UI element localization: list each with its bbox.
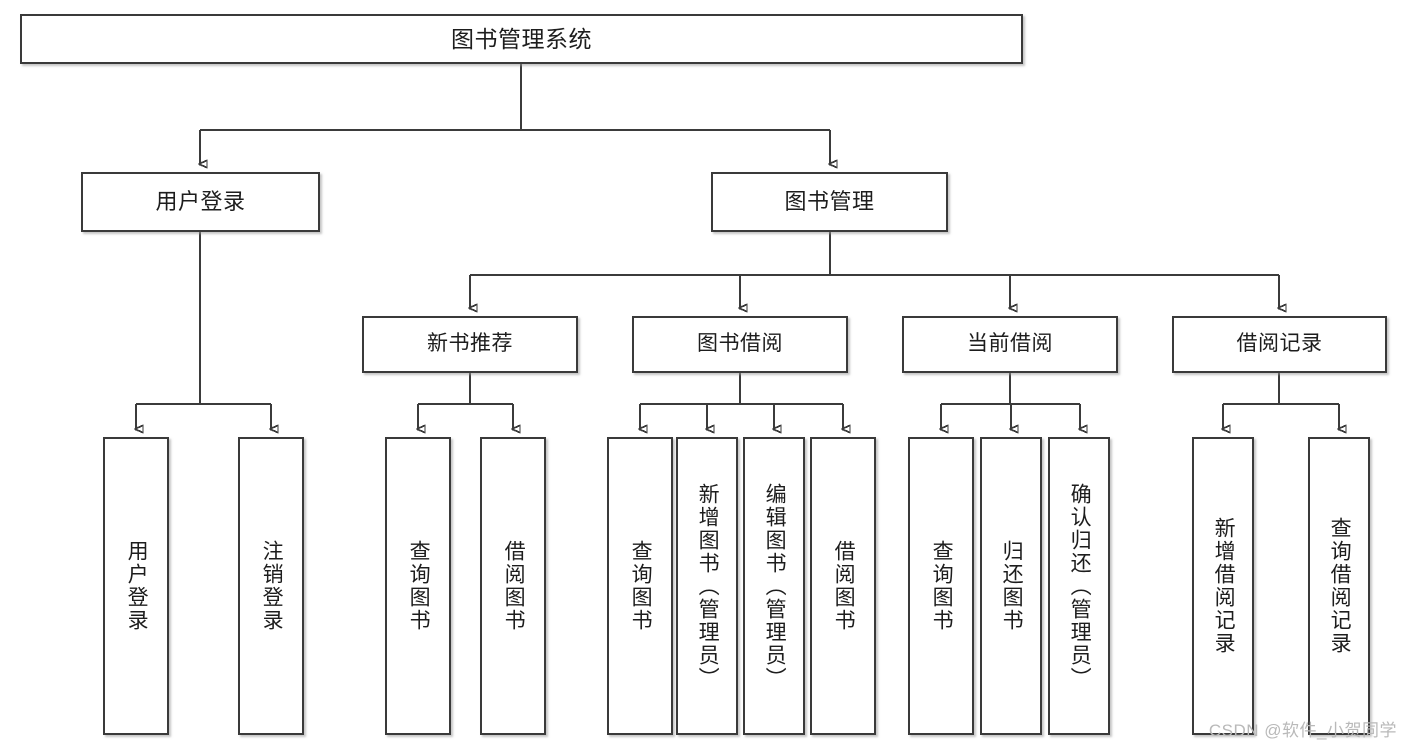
node-label: 确认归还（管理员）: [1068, 482, 1092, 690]
node-label: 归还图书: [1000, 540, 1024, 632]
node-label: 查询图书: [407, 540, 431, 632]
node-label: 图书借阅: [697, 332, 783, 356]
node-borrow-record[interactable]: 借阅记录: [1172, 316, 1387, 373]
leaf-borrow-record-query[interactable]: 查询借阅记录: [1308, 437, 1370, 735]
node-label: 编辑图书（管理员）: [763, 482, 787, 690]
node-label: 借阅图书: [502, 540, 526, 632]
csdn-watermark: CSDN @软件_小贺同学: [1208, 721, 1397, 740]
node-label: 借阅记录: [1236, 332, 1323, 356]
node-book-borrow[interactable]: 图书借阅: [632, 316, 848, 373]
node-label: 借阅图书: [832, 540, 856, 632]
leaf-current-borrow-query[interactable]: 查询图书: [908, 437, 974, 735]
leaf-current-borrow-return[interactable]: 归还图书: [980, 437, 1042, 735]
node-label: 注销登录: [260, 540, 284, 632]
node-label: 图书管理系统: [451, 25, 592, 52]
node-label: 新书推荐: [427, 332, 513, 356]
leaf-user-login-login[interactable]: 用户登录: [103, 437, 169, 735]
node-label: 用户登录: [155, 189, 246, 215]
leaf-book-borrow-edit-admin[interactable]: 编辑图书（管理员）: [743, 437, 805, 735]
node-current-borrow[interactable]: 当前借阅: [902, 316, 1118, 373]
leaf-borrow-record-add[interactable]: 新增借阅记录: [1192, 437, 1254, 735]
leaf-user-login-logout[interactable]: 注销登录: [238, 437, 304, 735]
node-label: 新增借阅记录: [1212, 517, 1236, 655]
leaf-current-borrow-confirm-return-admin[interactable]: 确认归还（管理员）: [1048, 437, 1110, 735]
node-label: 查询借阅记录: [1328, 517, 1352, 655]
node-new-book-recommend[interactable]: 新书推荐: [362, 316, 578, 373]
node-label: 查询图书: [629, 540, 653, 632]
node-label: 图书管理: [784, 189, 875, 215]
leaf-new-book-query[interactable]: 查询图书: [385, 437, 451, 735]
node-book-management[interactable]: 图书管理: [711, 172, 948, 232]
leaf-new-book-borrow[interactable]: 借阅图书: [480, 437, 546, 735]
node-label: 当前借阅: [967, 332, 1053, 356]
node-user-login[interactable]: 用户登录: [81, 172, 320, 232]
node-label: 用户登录: [125, 540, 149, 632]
node-label: 查询图书: [930, 540, 954, 632]
node-label: 新增图书（管理员）: [696, 482, 720, 690]
leaf-book-borrow-query[interactable]: 查询图书: [607, 437, 673, 735]
leaf-book-borrow-borrow[interactable]: 借阅图书: [810, 437, 876, 735]
node-book-management-system[interactable]: 图书管理系统: [20, 14, 1023, 64]
leaf-book-borrow-add-admin[interactable]: 新增图书（管理员）: [676, 437, 738, 735]
